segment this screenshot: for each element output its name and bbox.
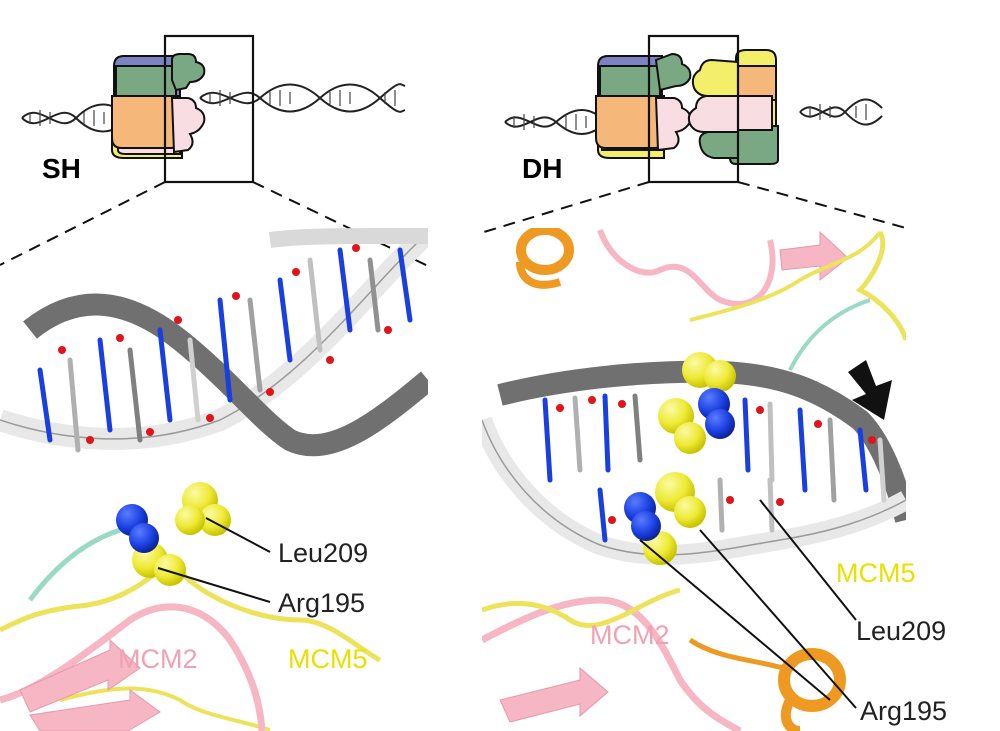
dh-dna-strand-2 (504, 116, 607, 135)
dh-right-lobe-pink (687, 95, 739, 133)
sh-mcm2-ribbon (0, 603, 266, 731)
dh-oxygen-atoms (556, 396, 876, 524)
sh-arg195-sphere-b2 (129, 523, 159, 553)
dh-orange-helix-bottom (778, 648, 846, 712)
sh-lobe-pink (170, 97, 206, 154)
sh-mcm5-loop-2 (59, 686, 271, 731)
sh-leu209-leader (205, 517, 271, 553)
sh-lobe-green (171, 53, 206, 92)
sh-zoom-line-left (0, 181, 166, 266)
sh-dna-strand-4 (199, 83, 406, 113)
sh-mcm2-arrow (19, 638, 141, 713)
dh-dna-strand-1 (504, 109, 607, 128)
sh-dna-backbone-light (0, 228, 428, 450)
sh-dna-backbone-light-edge (0, 231, 428, 440)
dh-dna-backbone-light-edge (482, 419, 906, 556)
sh-oxygen-atoms (58, 244, 392, 444)
dh-leu209-leader (759, 499, 857, 621)
dh-mcm2-arrow-bottom (499, 666, 609, 723)
dh-orange-helix-top (516, 228, 574, 275)
dh-mcm5-loop-bottom (482, 587, 681, 628)
dh-structure (482, 228, 906, 731)
sh-arg195-sphere-y2 (154, 554, 186, 586)
dh-left-green (599, 65, 661, 97)
dh-mcm2-loop-top-2 (779, 230, 849, 282)
dh-leu209-sphere-4 (674, 422, 706, 454)
dh-base-sticks (542, 393, 887, 543)
dh-mcm2-loop-top (597, 228, 776, 307)
dh-title: DH (522, 153, 562, 184)
dh-right-lobe-yellow (691, 58, 739, 97)
sh-label-mcm2: MCM2 (118, 644, 198, 674)
sh-cyan-loop (28, 527, 121, 602)
sh-subunit-green (115, 65, 177, 97)
sh-schematic: SH (21, 34, 406, 184)
dh-arg195-leader (699, 529, 857, 709)
sh-base-sticks (37, 247, 413, 453)
dh-zoom-line-right (737, 181, 907, 229)
dh-dna-strand-4 (799, 106, 883, 126)
dh-left-orange (595, 95, 665, 149)
sh-dna-rungs (29, 90, 396, 126)
dh-arg195-sphere-y2 (674, 496, 706, 528)
dh-zoom-line-left (483, 181, 650, 233)
sh-subunit-orange (111, 95, 181, 149)
dh-arg195-leader-2 (639, 539, 831, 701)
dh-zoom-box (647, 34, 740, 184)
dh-right-lobe-green (698, 131, 739, 159)
dh-label-mcm2: MCM2 (590, 620, 670, 650)
dh-label-leu209: Leu209 (856, 616, 946, 646)
dh-orange-loop-bottom (688, 637, 791, 673)
dh-label-arg195: Arg195 (860, 696, 947, 726)
sh-title: SH (42, 153, 81, 184)
dh-mcm2-ribbon-bottom (482, 596, 742, 731)
dh-orange-helix-tail (516, 261, 562, 289)
dh-right-green (729, 125, 779, 165)
sh-label-arg195: Arg195 (278, 588, 365, 618)
dh-cyan-loop (788, 298, 871, 371)
sh-arg195-leader (157, 567, 271, 603)
sh-dna-backbone-dark (23, 293, 428, 457)
sh-mcm2-sheet (29, 689, 161, 731)
sh-dna-backbone-upper (268, 228, 428, 248)
dh-dna-rungs (513, 104, 867, 130)
arrow-down-right-icon (848, 360, 892, 420)
dh-left-lobe-pink (654, 97, 692, 152)
sh-leu209-sphere-3 (175, 505, 205, 535)
dh-arg195-sphere-b4 (631, 511, 661, 541)
sh-zoom-box (163, 34, 255, 184)
sh-structure (0, 228, 428, 731)
dh-left-lobe-green (654, 52, 692, 92)
dh-mcm5-loop-right (855, 230, 906, 341)
dh-schematic: DH (504, 34, 883, 184)
dh-label-mcm5: MCM5 (836, 558, 916, 588)
sh-label-mcm5: MCM5 (288, 644, 368, 674)
dh-mcm5-loop-mid (689, 230, 882, 322)
sh-label-leu209: Leu209 (278, 538, 368, 568)
dh-arg195-sphere-b2 (705, 409, 735, 439)
dh-leu209-sphere-2 (704, 360, 736, 392)
